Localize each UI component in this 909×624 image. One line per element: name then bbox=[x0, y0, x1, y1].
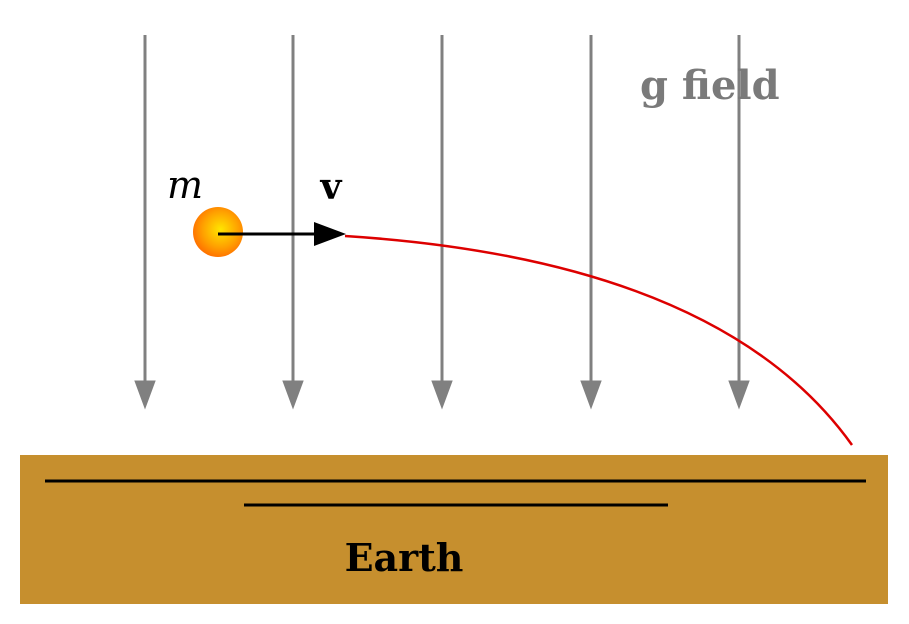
arrow-down-icon bbox=[728, 380, 750, 410]
field-line-4 bbox=[580, 35, 602, 410]
arrow-down-icon bbox=[134, 380, 156, 410]
field-line-2 bbox=[282, 35, 304, 410]
gravity-field-lines bbox=[134, 35, 750, 410]
field-line-5 bbox=[728, 35, 750, 410]
mass-label: m bbox=[167, 163, 203, 207]
arrow-down-icon bbox=[282, 380, 304, 410]
arrow-down-icon bbox=[580, 380, 602, 410]
velocity-label: v bbox=[320, 166, 343, 208]
earth-ground: Earth bbox=[20, 455, 888, 604]
field-label: g field bbox=[640, 62, 780, 109]
field-line-1 bbox=[134, 35, 156, 410]
ball-icon bbox=[193, 207, 243, 257]
arrow-right-icon bbox=[314, 222, 346, 246]
trajectory-curve bbox=[344, 234, 854, 446]
arrow-down-icon bbox=[431, 380, 453, 410]
velocity-arrow bbox=[218, 222, 346, 246]
field-line-3 bbox=[431, 35, 453, 410]
earth-label: Earth bbox=[345, 535, 464, 580]
earth-block bbox=[20, 455, 888, 604]
